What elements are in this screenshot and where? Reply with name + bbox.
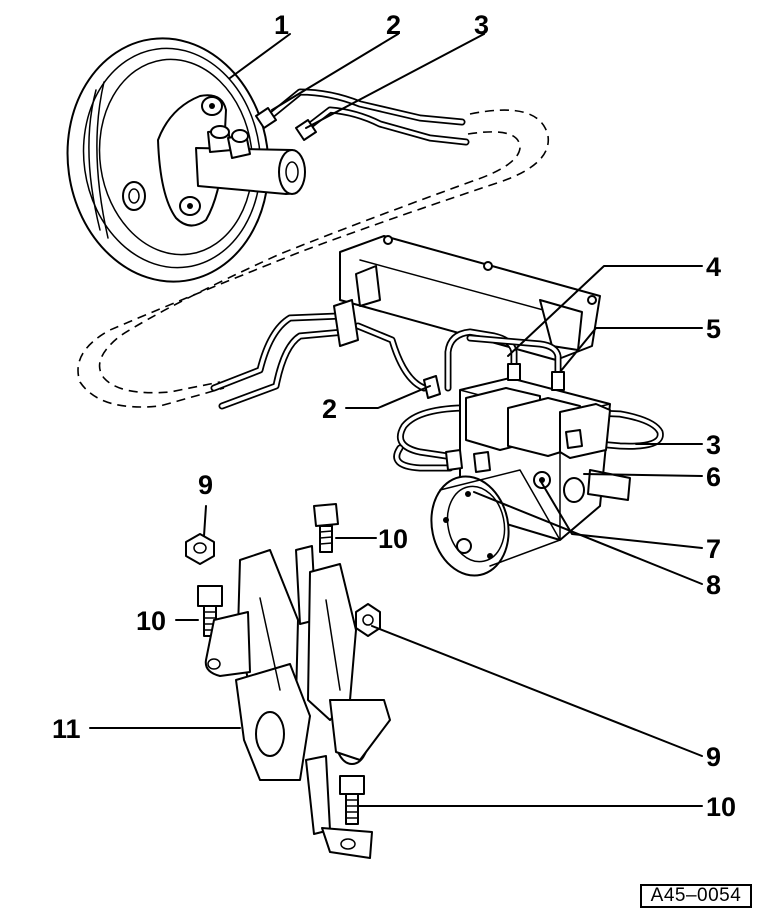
callout-11: 11: [52, 714, 81, 744]
callout-2: 2: [386, 10, 401, 40]
bolt-10-top: [313, 503, 339, 553]
brake-pipes-rear-lower: [210, 312, 428, 410]
callout-1: 1: [274, 10, 289, 40]
brake-pipe-5: [466, 334, 562, 382]
pipe-path-dashed-inner: [98, 131, 521, 394]
callout-labels: 1 2 3 4 5 2 3 6 7 8 9 10 10 11 9 10: [52, 10, 736, 822]
body-panel: [339, 235, 601, 361]
bolt-10-bottom: [339, 775, 365, 825]
figure-reference-code: A45–0054: [640, 884, 752, 908]
brake-pipe-4: [444, 328, 518, 392]
callout-9: 9: [198, 470, 213, 500]
callout-5: 5: [706, 314, 721, 344]
mounting-bracket: [204, 545, 391, 859]
callout-10: 10: [378, 524, 408, 554]
callout-10: 10: [706, 792, 736, 822]
callout-2: 2: [322, 394, 337, 424]
brake-pipe-3-upper: [300, 106, 470, 146]
pump-motor: [430, 469, 561, 577]
callout-9: 9: [706, 742, 721, 772]
nut-9-top: [185, 533, 215, 565]
callout-10: 10: [136, 606, 166, 636]
master-cylinder: [195, 125, 306, 195]
callout-3: 3: [706, 430, 721, 460]
pipe-path-dashed-outer: [77, 109, 549, 408]
brake-booster: [66, 37, 270, 283]
callout-8: 8: [706, 570, 721, 600]
callout-6: 6: [706, 462, 721, 492]
callout-7: 7: [706, 534, 721, 564]
pipe-clip: [333, 299, 359, 347]
leader-lines: [89, 33, 703, 807]
union-nuts-unit: [423, 363, 583, 473]
callout-4: 4: [706, 252, 721, 282]
nut-9-right: [355, 603, 381, 637]
union-nut-upper-left: [255, 107, 277, 129]
callout-3: 3: [474, 10, 489, 40]
